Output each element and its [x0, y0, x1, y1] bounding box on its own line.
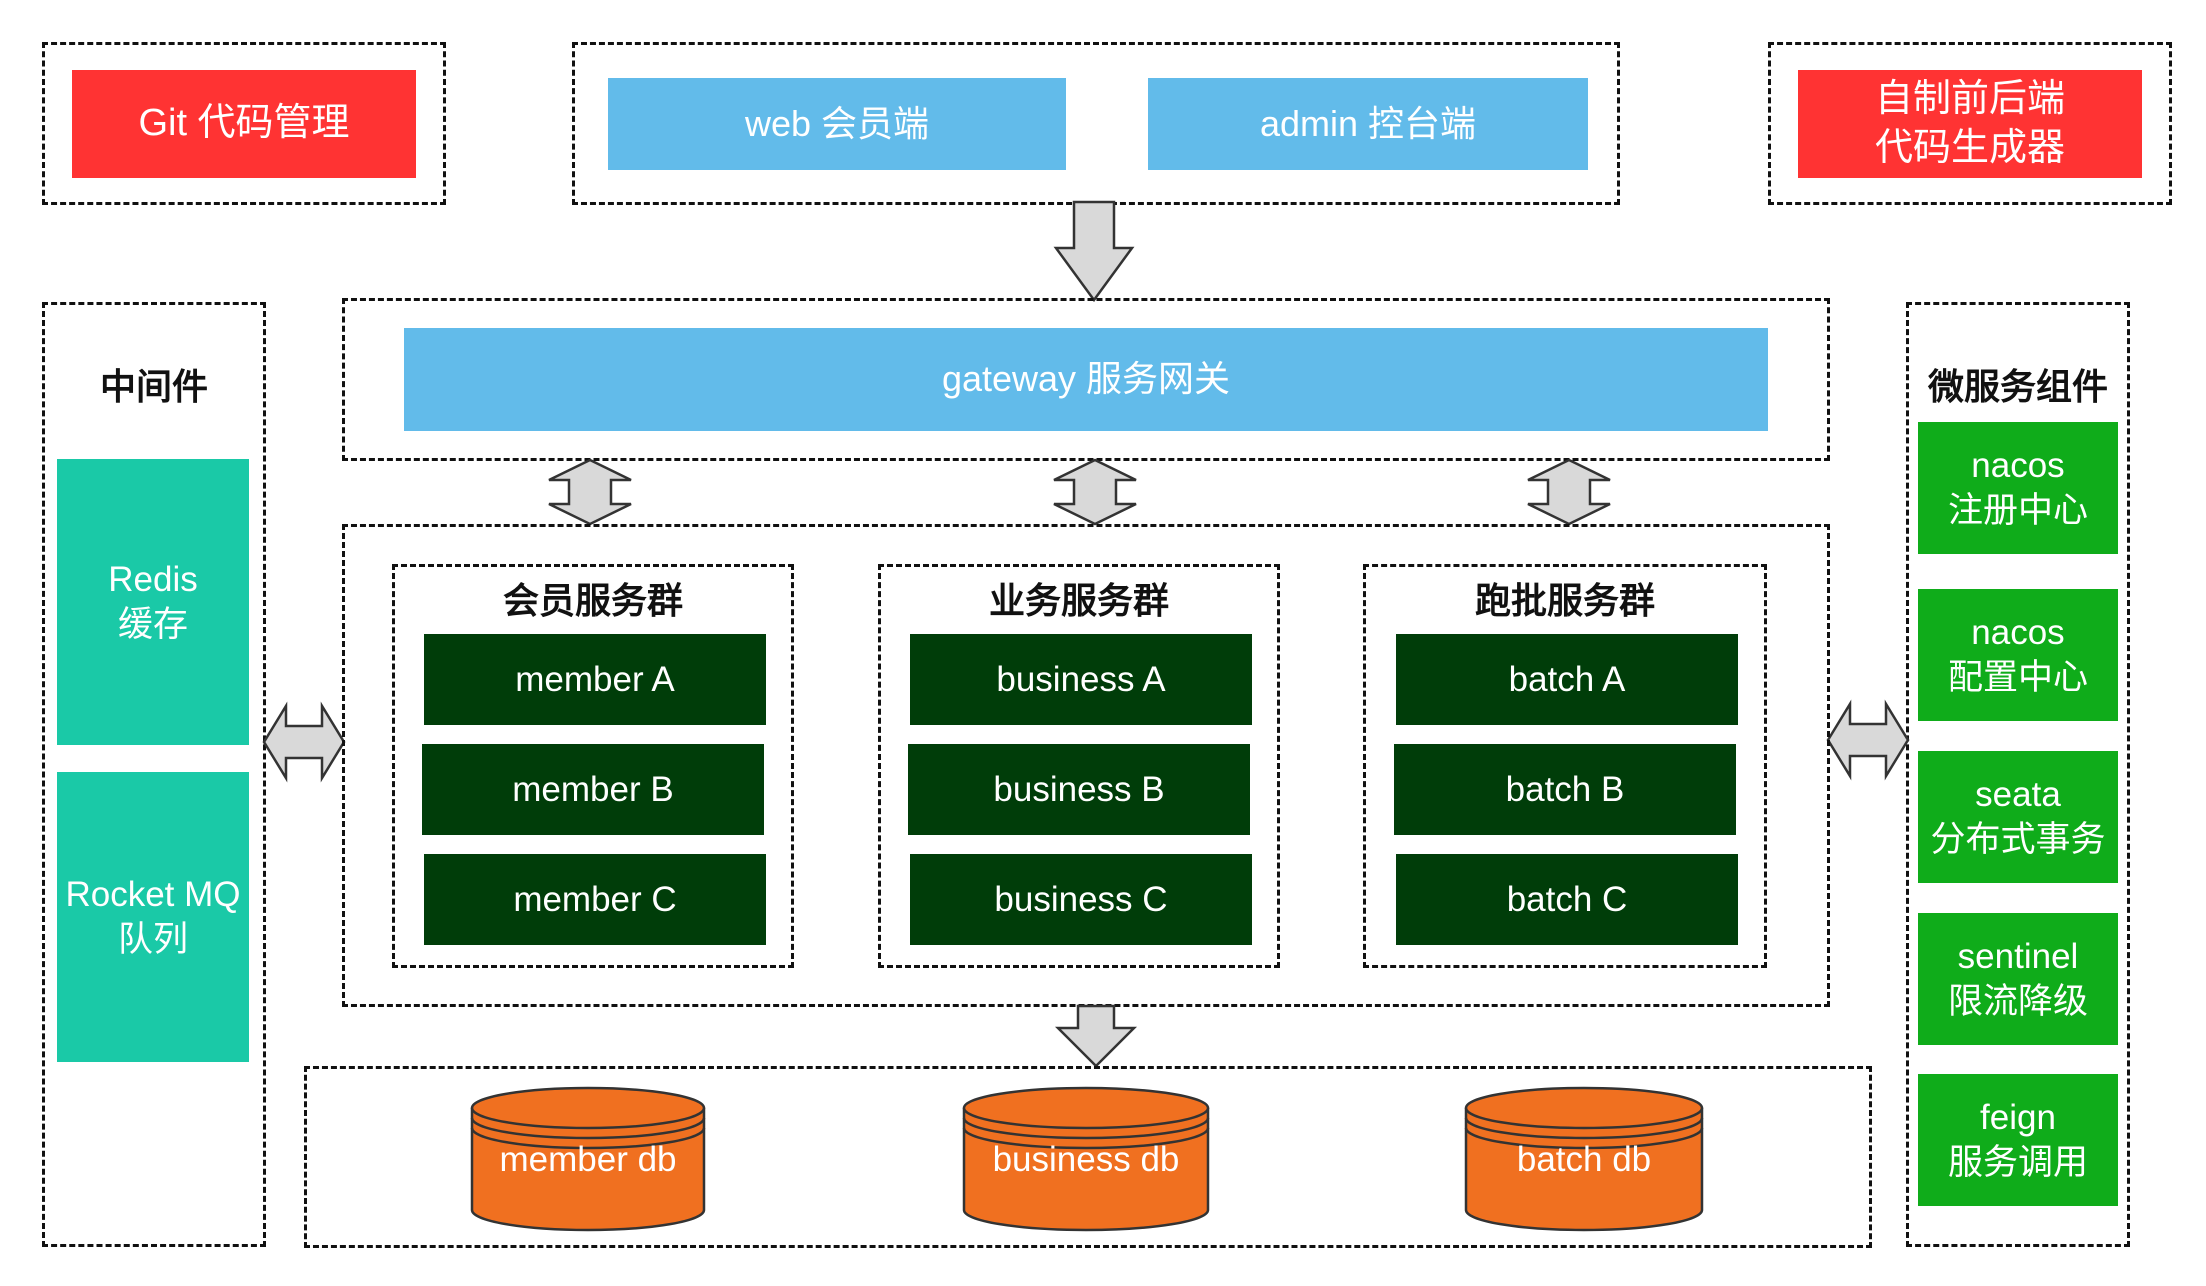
- rocketmq-box: Rocket MQ 队列: [57, 772, 249, 1062]
- feign-box: feign 服务调用: [1918, 1074, 2118, 1206]
- sentinel-box: sentinel 限流降级: [1918, 913, 2118, 1045]
- gateway-label: gateway 服务网关: [941, 358, 1231, 400]
- business-a-label: business A: [996, 659, 1166, 699]
- rocketmq-line-2: 队列: [117, 920, 188, 959]
- double-arrow-vertical-1-icon: [548, 458, 632, 526]
- nacos-registry-box: nacos 注册中心: [1918, 422, 2118, 554]
- business-group-title: 业务服务群: [988, 580, 1169, 621]
- batch-c-label: batch C: [1506, 879, 1628, 919]
- db-container: [304, 1066, 1872, 1248]
- member-group-title: 会员服务群: [502, 580, 683, 621]
- rocketmq-line-1: Rocket MQ: [65, 874, 241, 914]
- business-db-cylinder-icon: business db: [962, 1086, 1210, 1232]
- microservice-container: [1906, 302, 2130, 1247]
- member-b-box: member B: [422, 744, 764, 835]
- web-box: web 会员端: [608, 78, 1066, 170]
- git-box: Git 代码管理: [72, 70, 416, 178]
- double-arrow-right-icon: [1826, 699, 1910, 781]
- git-container: [42, 42, 446, 205]
- nacos-config-line-1: nacos: [1971, 612, 2065, 652]
- member-b-label: member B: [512, 769, 674, 809]
- member-a-label: member A: [515, 659, 675, 699]
- nacos-registry-line-2: 注册中心: [1947, 491, 2088, 530]
- double-arrow-vertical-2-icon: [1053, 458, 1137, 526]
- batch-a-box: batch A: [1396, 634, 1738, 725]
- redis-line-1: Redis: [108, 559, 198, 599]
- batch-db-label: batch db: [1516, 1140, 1652, 1179]
- double-arrow-left-icon: [262, 701, 346, 783]
- seata-line-1: seata: [1975, 774, 2061, 814]
- member-db-label: member db: [499, 1140, 677, 1179]
- batch-c-box: batch C: [1396, 854, 1738, 945]
- down-arrow-icon: [1053, 200, 1135, 303]
- batch-group-title: 跑批服务群: [1474, 580, 1655, 621]
- generator-line-1: 自制前后端: [1874, 77, 2065, 120]
- redis-box: Redis 缓存: [57, 459, 249, 745]
- web-label: web 会员端: [744, 102, 930, 144]
- gateway-box: gateway 服务网关: [404, 328, 1768, 431]
- nacos-config-box: nacos 配置中心: [1918, 589, 2118, 721]
- seata-line-2: 分布式事务: [1930, 820, 2106, 859]
- member-a-box: member A: [424, 634, 766, 725]
- member-group: [392, 564, 794, 968]
- nacos-registry-line-1: nacos: [1971, 445, 2065, 485]
- business-db-label: business db: [992, 1140, 1180, 1179]
- git-label: Git 代码管理: [138, 102, 350, 145]
- business-c-box: business C: [910, 854, 1252, 945]
- batch-b-label: batch B: [1505, 769, 1625, 809]
- business-a-box: business A: [910, 634, 1252, 725]
- middleware-title: 中间件: [99, 366, 208, 407]
- middleware-container: [42, 302, 266, 1247]
- admin-label: admin 控台端: [1259, 102, 1477, 144]
- generator-container: [1768, 42, 2172, 205]
- sentinel-line-2: 限流降级: [1947, 982, 2088, 1021]
- batch-group: [1363, 564, 1767, 968]
- business-group: [878, 564, 1280, 968]
- member-c-box: member C: [424, 854, 766, 945]
- gateway-container: [342, 298, 1830, 461]
- seata-box: seata 分布式事务: [1918, 751, 2118, 883]
- business-b-box: business B: [908, 744, 1250, 835]
- batch-a-label: batch A: [1508, 659, 1626, 699]
- feign-line-1: feign: [1980, 1097, 2056, 1137]
- generator-box: 自制前后端 代码生成器: [1798, 70, 2142, 178]
- business-c-label: business C: [994, 879, 1168, 919]
- down-arrow-db-icon: [1054, 1004, 1138, 1068]
- redis-line-2: 缓存: [117, 605, 188, 644]
- member-c-label: member C: [513, 879, 677, 919]
- double-arrow-vertical-3-icon: [1527, 458, 1611, 526]
- sentinel-line-1: sentinel: [1957, 936, 2079, 976]
- nacos-config-line-2: 配置中心: [1947, 658, 2088, 697]
- generator-line-2: 代码生成器: [1874, 127, 2065, 169]
- member-db-cylinder-icon: member db: [470, 1086, 706, 1232]
- admin-box: admin 控台端: [1148, 78, 1588, 170]
- feign-line-2: 服务调用: [1947, 1143, 2088, 1182]
- batch-b-box: batch B: [1394, 744, 1736, 835]
- batch-db-cylinder-icon: batch db: [1464, 1086, 1704, 1232]
- business-b-label: business B: [993, 769, 1165, 809]
- microservice-title: 微服务组件: [1927, 366, 2108, 407]
